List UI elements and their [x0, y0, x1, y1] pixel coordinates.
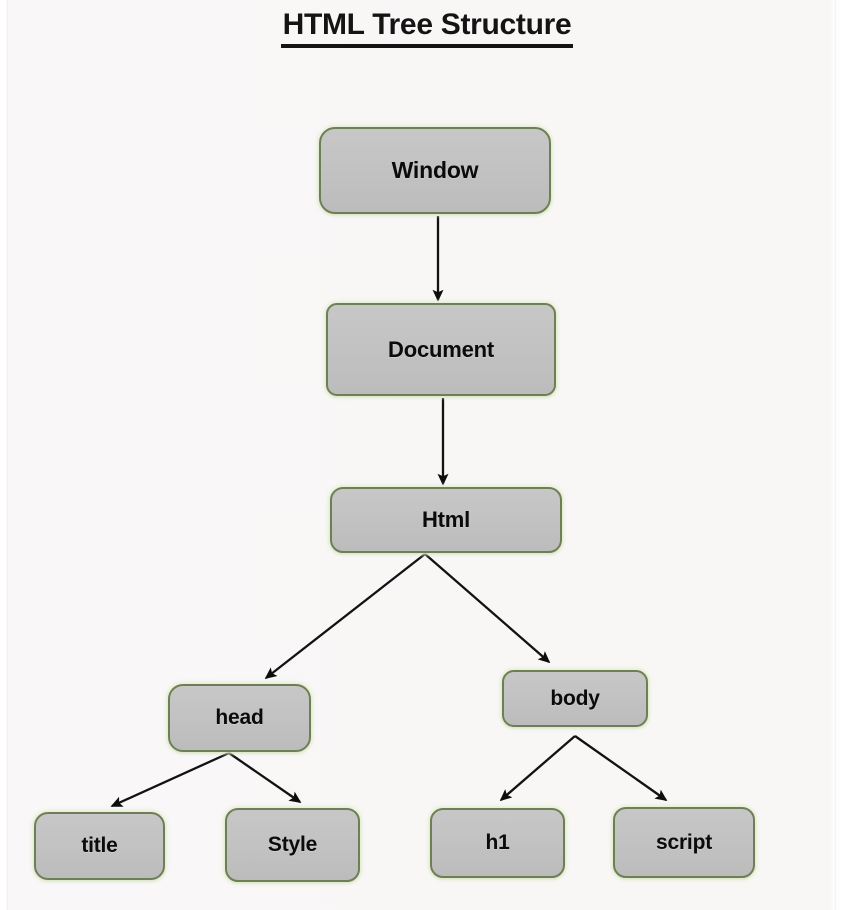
node-title-label: title [81, 834, 118, 857]
node-style-label: Style [267, 833, 318, 856]
edge-body-h1 [499, 735, 576, 802]
node-document[interactable]: Document [326, 303, 556, 396]
edge-html-body [424, 553, 551, 664]
node-body[interactable]: body [502, 670, 648, 727]
page-title-text: HTML Tree Structure [280, 9, 574, 48]
node-body-label: body [550, 686, 600, 710]
page-title: HTML Tree Structure [0, 8, 854, 48]
node-head-label: head [215, 706, 264, 729]
node-window-label: Window [391, 157, 479, 183]
edge-html-head [264, 553, 426, 680]
node-window[interactable]: Window [319, 127, 551, 214]
edge-head-style [228, 752, 302, 803]
node-title[interactable]: title [34, 812, 165, 880]
node-html[interactable]: Html [330, 487, 562, 553]
node-h1-label: h1 [485, 831, 510, 854]
node-style[interactable]: Style [225, 808, 360, 882]
edge-body-script [574, 735, 668, 801]
node-document-label: Document [388, 336, 494, 362]
node-script-label: script [656, 830, 712, 854]
node-head[interactable]: head [168, 684, 311, 752]
node-script[interactable]: script [613, 807, 755, 878]
node-h1[interactable]: h1 [430, 808, 565, 878]
edge-head-title [110, 751, 230, 808]
node-html-label: Html [421, 507, 471, 532]
